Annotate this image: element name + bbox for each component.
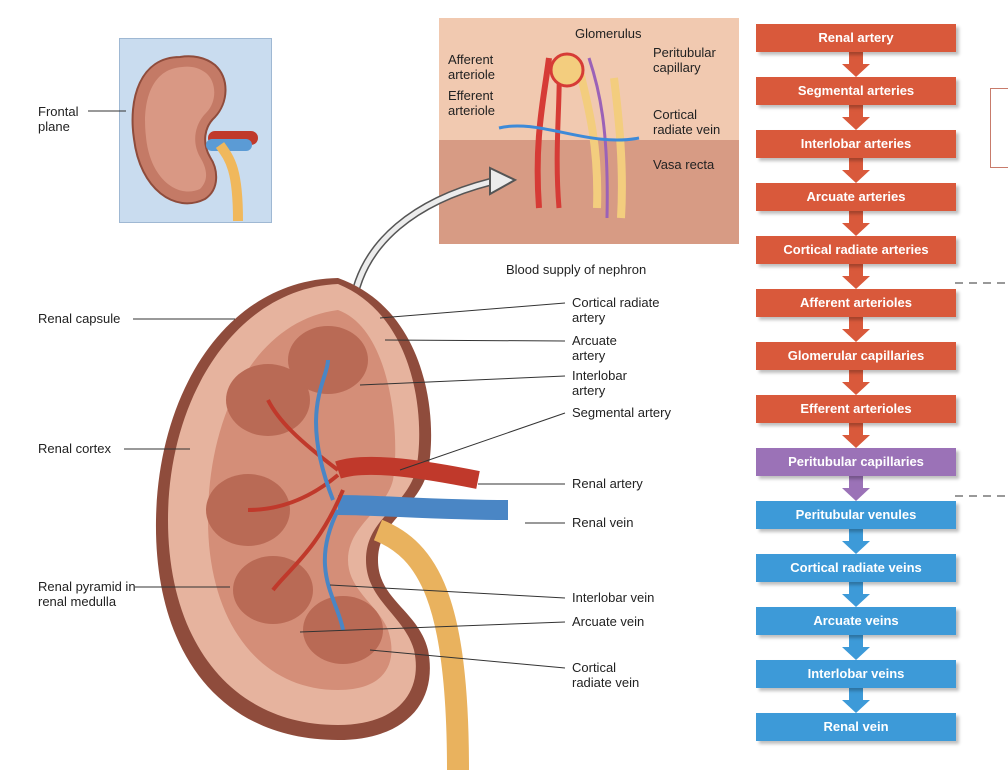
nephron-panel: Glomerulus Afferent arteriole Efferent a…	[439, 18, 739, 244]
flow-arrow	[842, 158, 870, 183]
flow-step-box: Cortical radiate arteries	[756, 236, 956, 264]
flow-dashed-separators	[955, 282, 1008, 497]
flow-arrow	[842, 529, 870, 554]
frontal-plane-leader	[88, 110, 126, 112]
kidney-illustration	[155, 278, 509, 770]
segmental-artery-label: Segmental artery	[572, 405, 671, 420]
flow-step-box: Afferent arterioles	[756, 289, 956, 317]
renal-vein-label: Renal vein	[572, 515, 634, 530]
flow-step-box: Renal vein	[756, 713, 956, 741]
flow-arrow	[842, 423, 870, 448]
flow-step-box: Peritubular capillaries	[756, 448, 956, 476]
glomerulus-label: Glomerulus	[575, 26, 642, 41]
flow-arrow	[842, 476, 870, 501]
interlobar-artery-label: Interlobar artery	[572, 368, 627, 398]
flow-arrow	[842, 264, 870, 289]
nephron-illustration	[498, 52, 640, 219]
flow-step-box: Glomerular capillaries	[756, 342, 956, 370]
partial-side-frame	[990, 88, 1008, 168]
zoom-arrow	[348, 166, 518, 311]
flow-step-box: Interlobar arteries	[756, 130, 956, 158]
inset-frame	[119, 38, 272, 223]
flow-arrow	[842, 370, 870, 395]
vasa-recta-label: Vasa recta	[653, 157, 715, 172]
peritubular-capillary-label: Peritubular capillary	[653, 45, 716, 75]
flow-step-box: Renal artery	[756, 24, 956, 52]
flow-arrow	[842, 317, 870, 342]
afferent-arteriole-label: Afferent arteriole	[448, 52, 495, 82]
frontal-plane-label: Frontal plane	[38, 104, 79, 134]
flow-step-box: Interlobar veins	[756, 660, 956, 688]
flow-arrow	[842, 688, 870, 713]
arcuate-vein-label: Arcuate vein	[572, 614, 645, 629]
flow-step-box: Efferent arterioles	[756, 395, 956, 423]
flow-step-box: Cortical radiate veins	[756, 554, 956, 582]
flow-step-box: Peritubular venules	[756, 501, 956, 529]
flow-arrow	[842, 211, 870, 236]
interlobar-vein-label: Interlobar vein	[572, 590, 655, 605]
flow-step-box: Segmental arteries	[756, 77, 956, 105]
cortical-radiate-artery-label: Cortical radiate artery	[572, 295, 660, 325]
flow-arrow	[842, 52, 870, 77]
renal-pyramid-label: Renal pyramid in renal medulla	[38, 579, 136, 609]
efferent-arteriole-label: Efferent arteriole	[448, 88, 495, 118]
flow-step-box: Arcuate arteries	[756, 183, 956, 211]
arcuate-artery-label: Arcuate artery	[572, 333, 617, 363]
renal-capsule-label: Renal capsule	[38, 311, 121, 326]
cortical-radiate-vein-label: Cortical radiate vein	[572, 660, 640, 690]
flow-step-box: Arcuate veins	[756, 607, 956, 635]
renal-cortex-label: Renal cortex	[38, 441, 111, 456]
flow-arrow	[842, 582, 870, 607]
flow-arrow	[842, 635, 870, 660]
nephron-caption: Blood supply of nephron	[506, 262, 647, 277]
inset-kidney-illustration	[131, 55, 258, 222]
flow-arrow	[842, 105, 870, 130]
renal-artery-label: Renal artery	[572, 476, 643, 491]
cortical-radiate-vein-label-nephron: Cortical radiate vein	[653, 107, 721, 137]
